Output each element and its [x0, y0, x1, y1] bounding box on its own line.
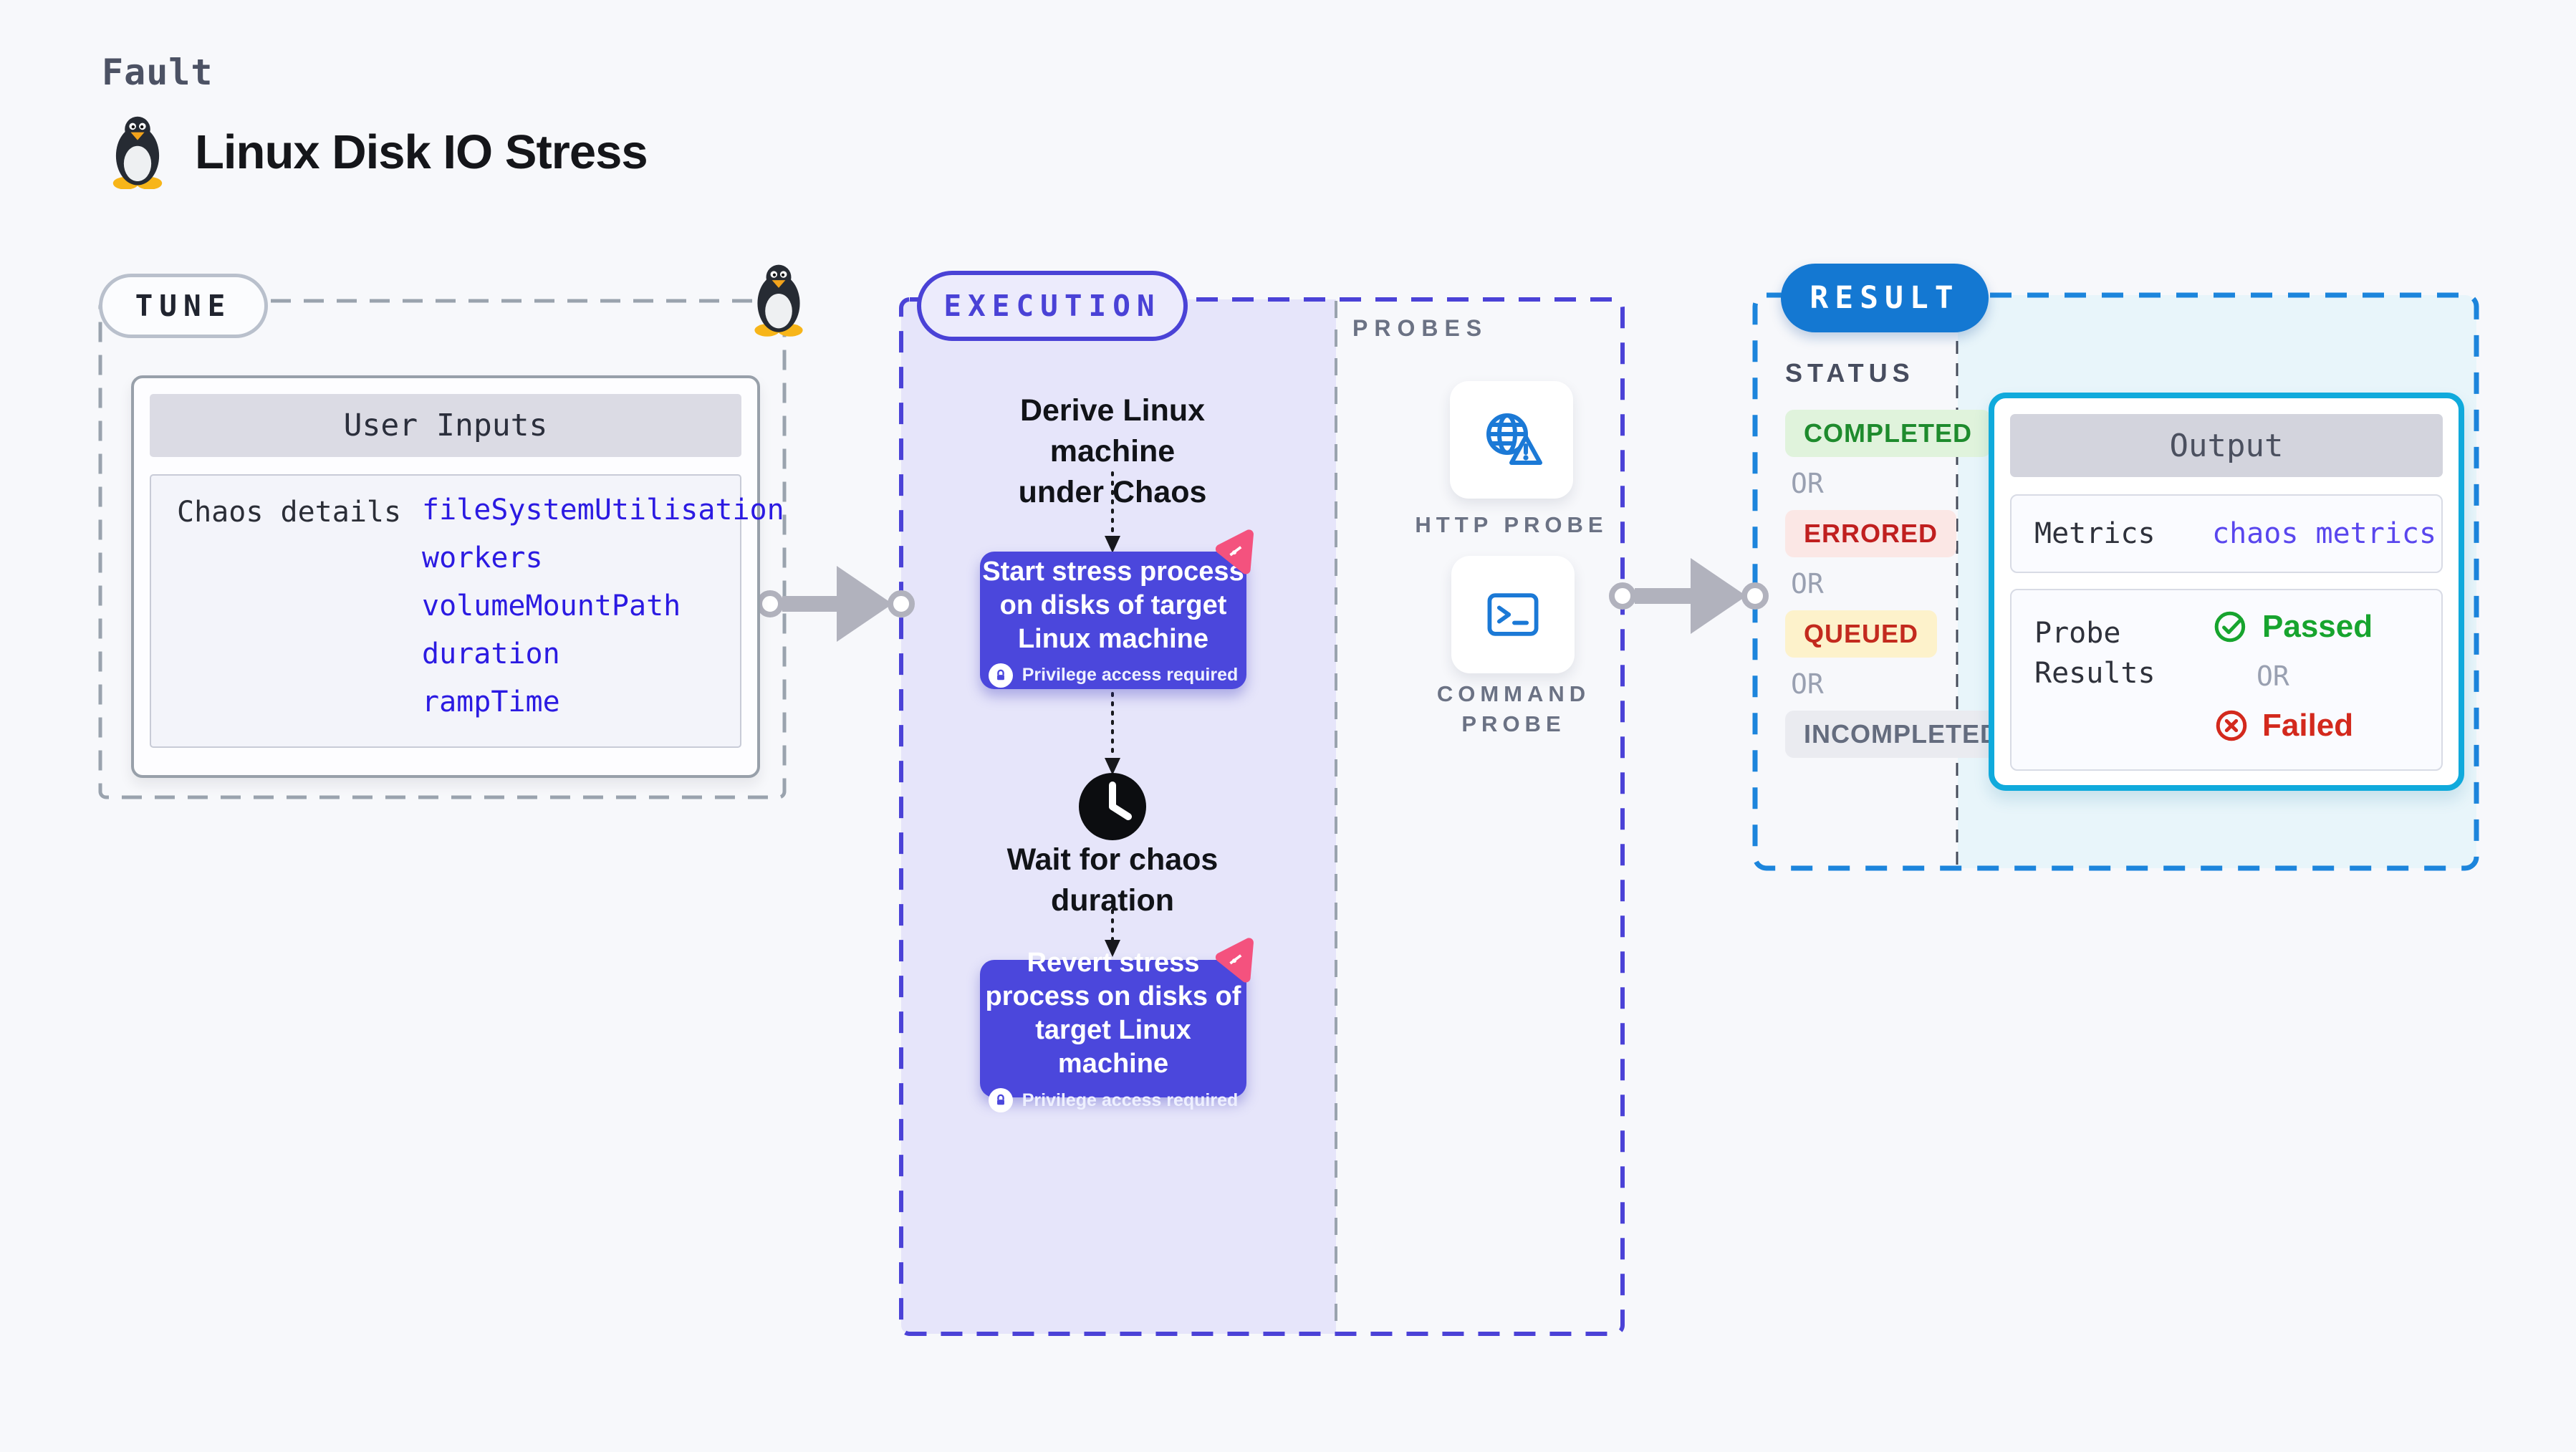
- or-separator: OR: [1791, 568, 1824, 600]
- http-probe-label: HTTP PROBE: [1415, 512, 1608, 537]
- linux-penguin-icon: [754, 264, 803, 337]
- status-badge-completed: COMPLETED: [1785, 410, 1991, 457]
- status-badge-queued: QUEUED: [1785, 610, 1938, 658]
- x-circle-icon: [2216, 710, 2247, 741]
- execution-to-result-arrow: [1609, 558, 1769, 634]
- status-column: COMPLETED OR ERRORED OR QUEUED OR INCOMP…: [1785, 410, 2019, 758]
- input-link-rampTime[interactable]: rampTime: [422, 686, 560, 718]
- user-inputs-header: User Inputs: [150, 394, 741, 457]
- command-probe-label: COMMAND PROBE: [1436, 681, 1591, 736]
- chaos-details-label: Chaos details: [177, 496, 402, 529]
- chaos-metrics-link[interactable]: chaos metrics: [2212, 517, 2437, 550]
- input-link-volumeMountPath[interactable]: volumeMountPath: [422, 590, 681, 622]
- title-row: Linux Disk IO Stress: [106, 115, 648, 189]
- http-probe-icon: [1486, 413, 1542, 465]
- http-probe-card: [1450, 381, 1573, 499]
- lock-icon: [988, 663, 1013, 688]
- result-lane-pill: RESULT: [1781, 264, 1989, 332]
- start-stress-node: Start stress process on disks of target …: [980, 552, 1246, 689]
- or-separator: OR: [1791, 468, 1824, 499]
- passed-row: Passed: [2214, 609, 2373, 645]
- user-inputs-body: Chaos details fileSystemUtilisation work…: [150, 474, 784, 748]
- fault-kicker: Fault: [102, 52, 213, 93]
- input-link-duration[interactable]: duration: [422, 638, 560, 670]
- command-probe-card: [1451, 556, 1575, 673]
- or-separator: OR: [1791, 668, 1824, 700]
- input-link-workers[interactable]: workers: [422, 542, 543, 574]
- page-title: Linux Disk IO Stress: [195, 125, 648, 179]
- or-separator: OR: [2257, 660, 2289, 692]
- probes-section-label: PROBES: [1352, 315, 1489, 341]
- chaos-input-list: fileSystemUtilisation workers volumeMoun…: [422, 496, 784, 716]
- probe-results-row: Probe Results Passed OR Failed: [2010, 589, 2443, 771]
- chaos-spark-icon: [1215, 529, 1254, 574]
- revert-stress-node: Revert stress process on disks of target…: [980, 948, 1246, 1112]
- lock-icon: [988, 1088, 1013, 1112]
- input-link-fileSystemUtilisation[interactable]: fileSystemUtilisation: [422, 494, 784, 527]
- tune-lane-pill: TUNE: [99, 274, 268, 338]
- wait-step-text: Wait for chaos duration: [1006, 842, 1219, 918]
- user-inputs-card: User Inputs Chaos details fileSystemUtil…: [131, 375, 784, 778]
- output-header: Output: [2010, 414, 2443, 477]
- derive-step-text: Derive Linux machine under Chaos: [1018, 393, 1207, 509]
- metrics-label: Metrics: [2034, 517, 2156, 550]
- linux-penguin-icon: [112, 116, 163, 189]
- check-circle-icon: [2214, 611, 2246, 643]
- probe-results-label: Probe Results: [2034, 617, 2156, 690]
- metrics-row: Metrics chaos metrics: [2010, 494, 2443, 573]
- failed-text: Failed: [2262, 708, 2354, 743]
- privilege-badge: Privilege access required: [988, 1088, 1238, 1112]
- passed-text: Passed: [2262, 609, 2373, 644]
- chaos-spark-icon: [1215, 938, 1254, 983]
- execution-lane-pill: EXECUTION: [917, 271, 1188, 341]
- failed-row: Failed: [2214, 708, 2373, 744]
- privilege-badge: Privilege access required: [988, 663, 1238, 688]
- probe-results-verdicts: Passed OR Failed: [2214, 609, 2373, 744]
- command-probe-icon: [1487, 593, 1539, 636]
- output-card: Output Metrics chaos metrics Probe Resul…: [1989, 393, 2464, 791]
- status-badge-errored: ERRORED: [1785, 510, 1957, 557]
- status-badge-incompleted: INCOMPLETED: [1785, 711, 2019, 758]
- status-column-label: STATUS: [1785, 358, 1915, 388]
